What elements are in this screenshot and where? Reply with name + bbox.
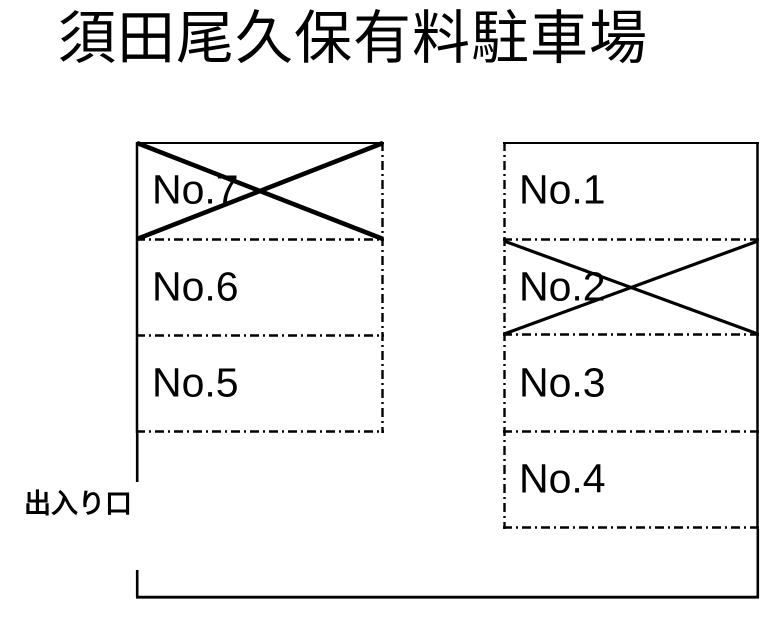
right-parking-block: No.1 No.2 No.3 No.4 — [503, 142, 759, 529]
parking-stall[interactable]: No.7 — [136, 140, 384, 242]
left-parking-block: No.7 No.6 No.5 — [135, 140, 384, 433]
stall-label: No.4 — [519, 455, 606, 502]
parking-stall[interactable]: No.6 — [136, 240, 384, 336]
page-title: 須田尾久保有料駐車場 — [58, 6, 649, 71]
parking-stall[interactable]: No.1 — [503, 142, 759, 240]
entrance-label: 出入り口 — [24, 489, 132, 519]
stall-label: No.2 — [519, 263, 606, 310]
stall-label: No.5 — [152, 359, 239, 406]
stall-label: No.6 — [152, 263, 239, 310]
parking-stall[interactable]: No.2 — [503, 239, 759, 336]
stall-label: No.7 — [152, 166, 239, 213]
stall-label: No.1 — [519, 166, 606, 213]
parking-stall[interactable]: No.3 — [503, 335, 759, 432]
parking-stall[interactable]: No.4 — [503, 432, 759, 528]
parking-stall[interactable]: No.5 — [136, 336, 384, 432]
stall-label: No.3 — [519, 359, 606, 406]
